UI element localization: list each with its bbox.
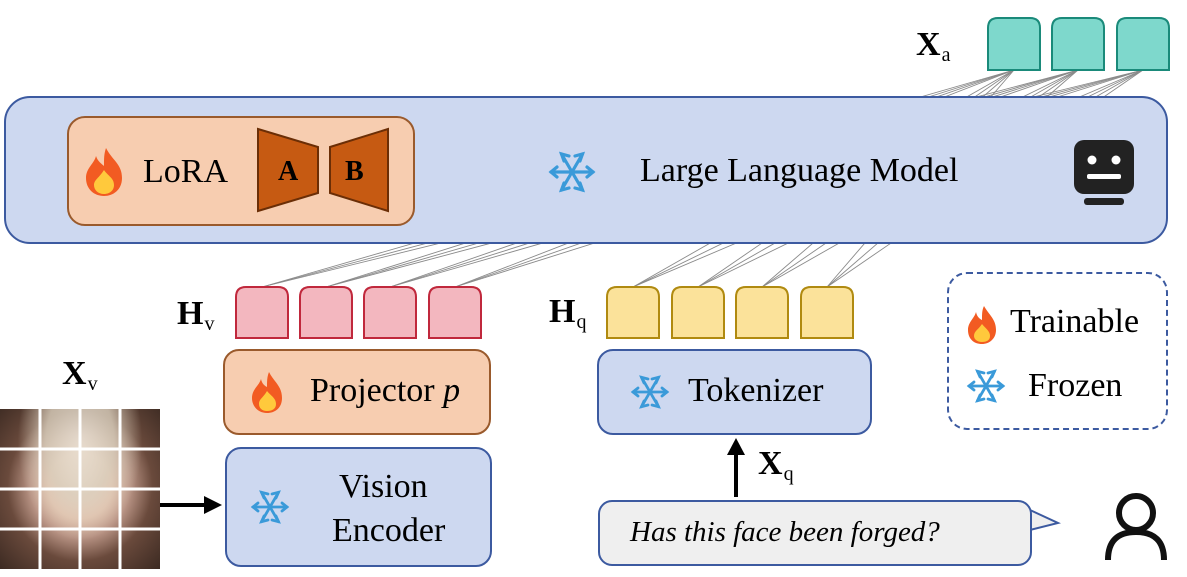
robot-icon xyxy=(1074,140,1134,205)
symbol-hv: Hv xyxy=(177,295,215,335)
token-xa xyxy=(1051,17,1105,71)
arrow-to-encoder xyxy=(160,496,222,514)
lora-b-shape xyxy=(329,127,389,213)
token-hv xyxy=(363,286,417,339)
symbol-xq: Xq xyxy=(758,445,794,485)
fire-icon xyxy=(968,306,996,344)
token-hq xyxy=(671,286,725,339)
fire-icon xyxy=(86,148,122,196)
projector-label: Projector p xyxy=(310,372,461,409)
legend-box xyxy=(947,272,1168,430)
query-bubble xyxy=(598,500,1032,566)
snowflake-icon xyxy=(966,369,1006,403)
vision-encoder-label-2: Encoder xyxy=(332,512,446,549)
snowflake-icon xyxy=(630,375,670,409)
lora-a-label: A xyxy=(278,156,299,187)
lora-a-shape xyxy=(257,127,319,213)
token-hv xyxy=(299,286,353,339)
legend-frozen-label: Frozen xyxy=(1028,367,1123,404)
token-hv xyxy=(235,286,289,339)
token-xa xyxy=(987,17,1041,71)
user-icon xyxy=(1105,493,1167,561)
snowflake-icon xyxy=(548,151,596,193)
tokenizer-label: Tokenizer xyxy=(688,372,824,409)
symbol-hq: Hq xyxy=(549,293,587,333)
lora-b-label: B xyxy=(345,156,364,187)
llm-label: Large Language Model xyxy=(640,152,959,189)
lora-label: LoRA xyxy=(143,153,228,190)
query-text: Has this face been forged? xyxy=(630,516,940,548)
arrow-to-tokenizer xyxy=(727,438,745,497)
symbol-xv: Xv xyxy=(62,355,98,395)
token-hv xyxy=(428,286,482,339)
vision-encoder-label-1: Vision xyxy=(339,468,428,505)
snowflake-icon xyxy=(250,490,290,524)
legend-trainable-label: Trainable xyxy=(1010,303,1140,340)
bubble-tail xyxy=(1029,508,1061,532)
token-hq xyxy=(606,286,660,339)
face-grid xyxy=(0,409,160,569)
token-hq xyxy=(735,286,789,339)
fire-icon xyxy=(252,372,282,413)
token-xa xyxy=(1116,17,1170,71)
symbol-xa: Xa xyxy=(916,26,951,66)
token-hq xyxy=(800,286,854,339)
